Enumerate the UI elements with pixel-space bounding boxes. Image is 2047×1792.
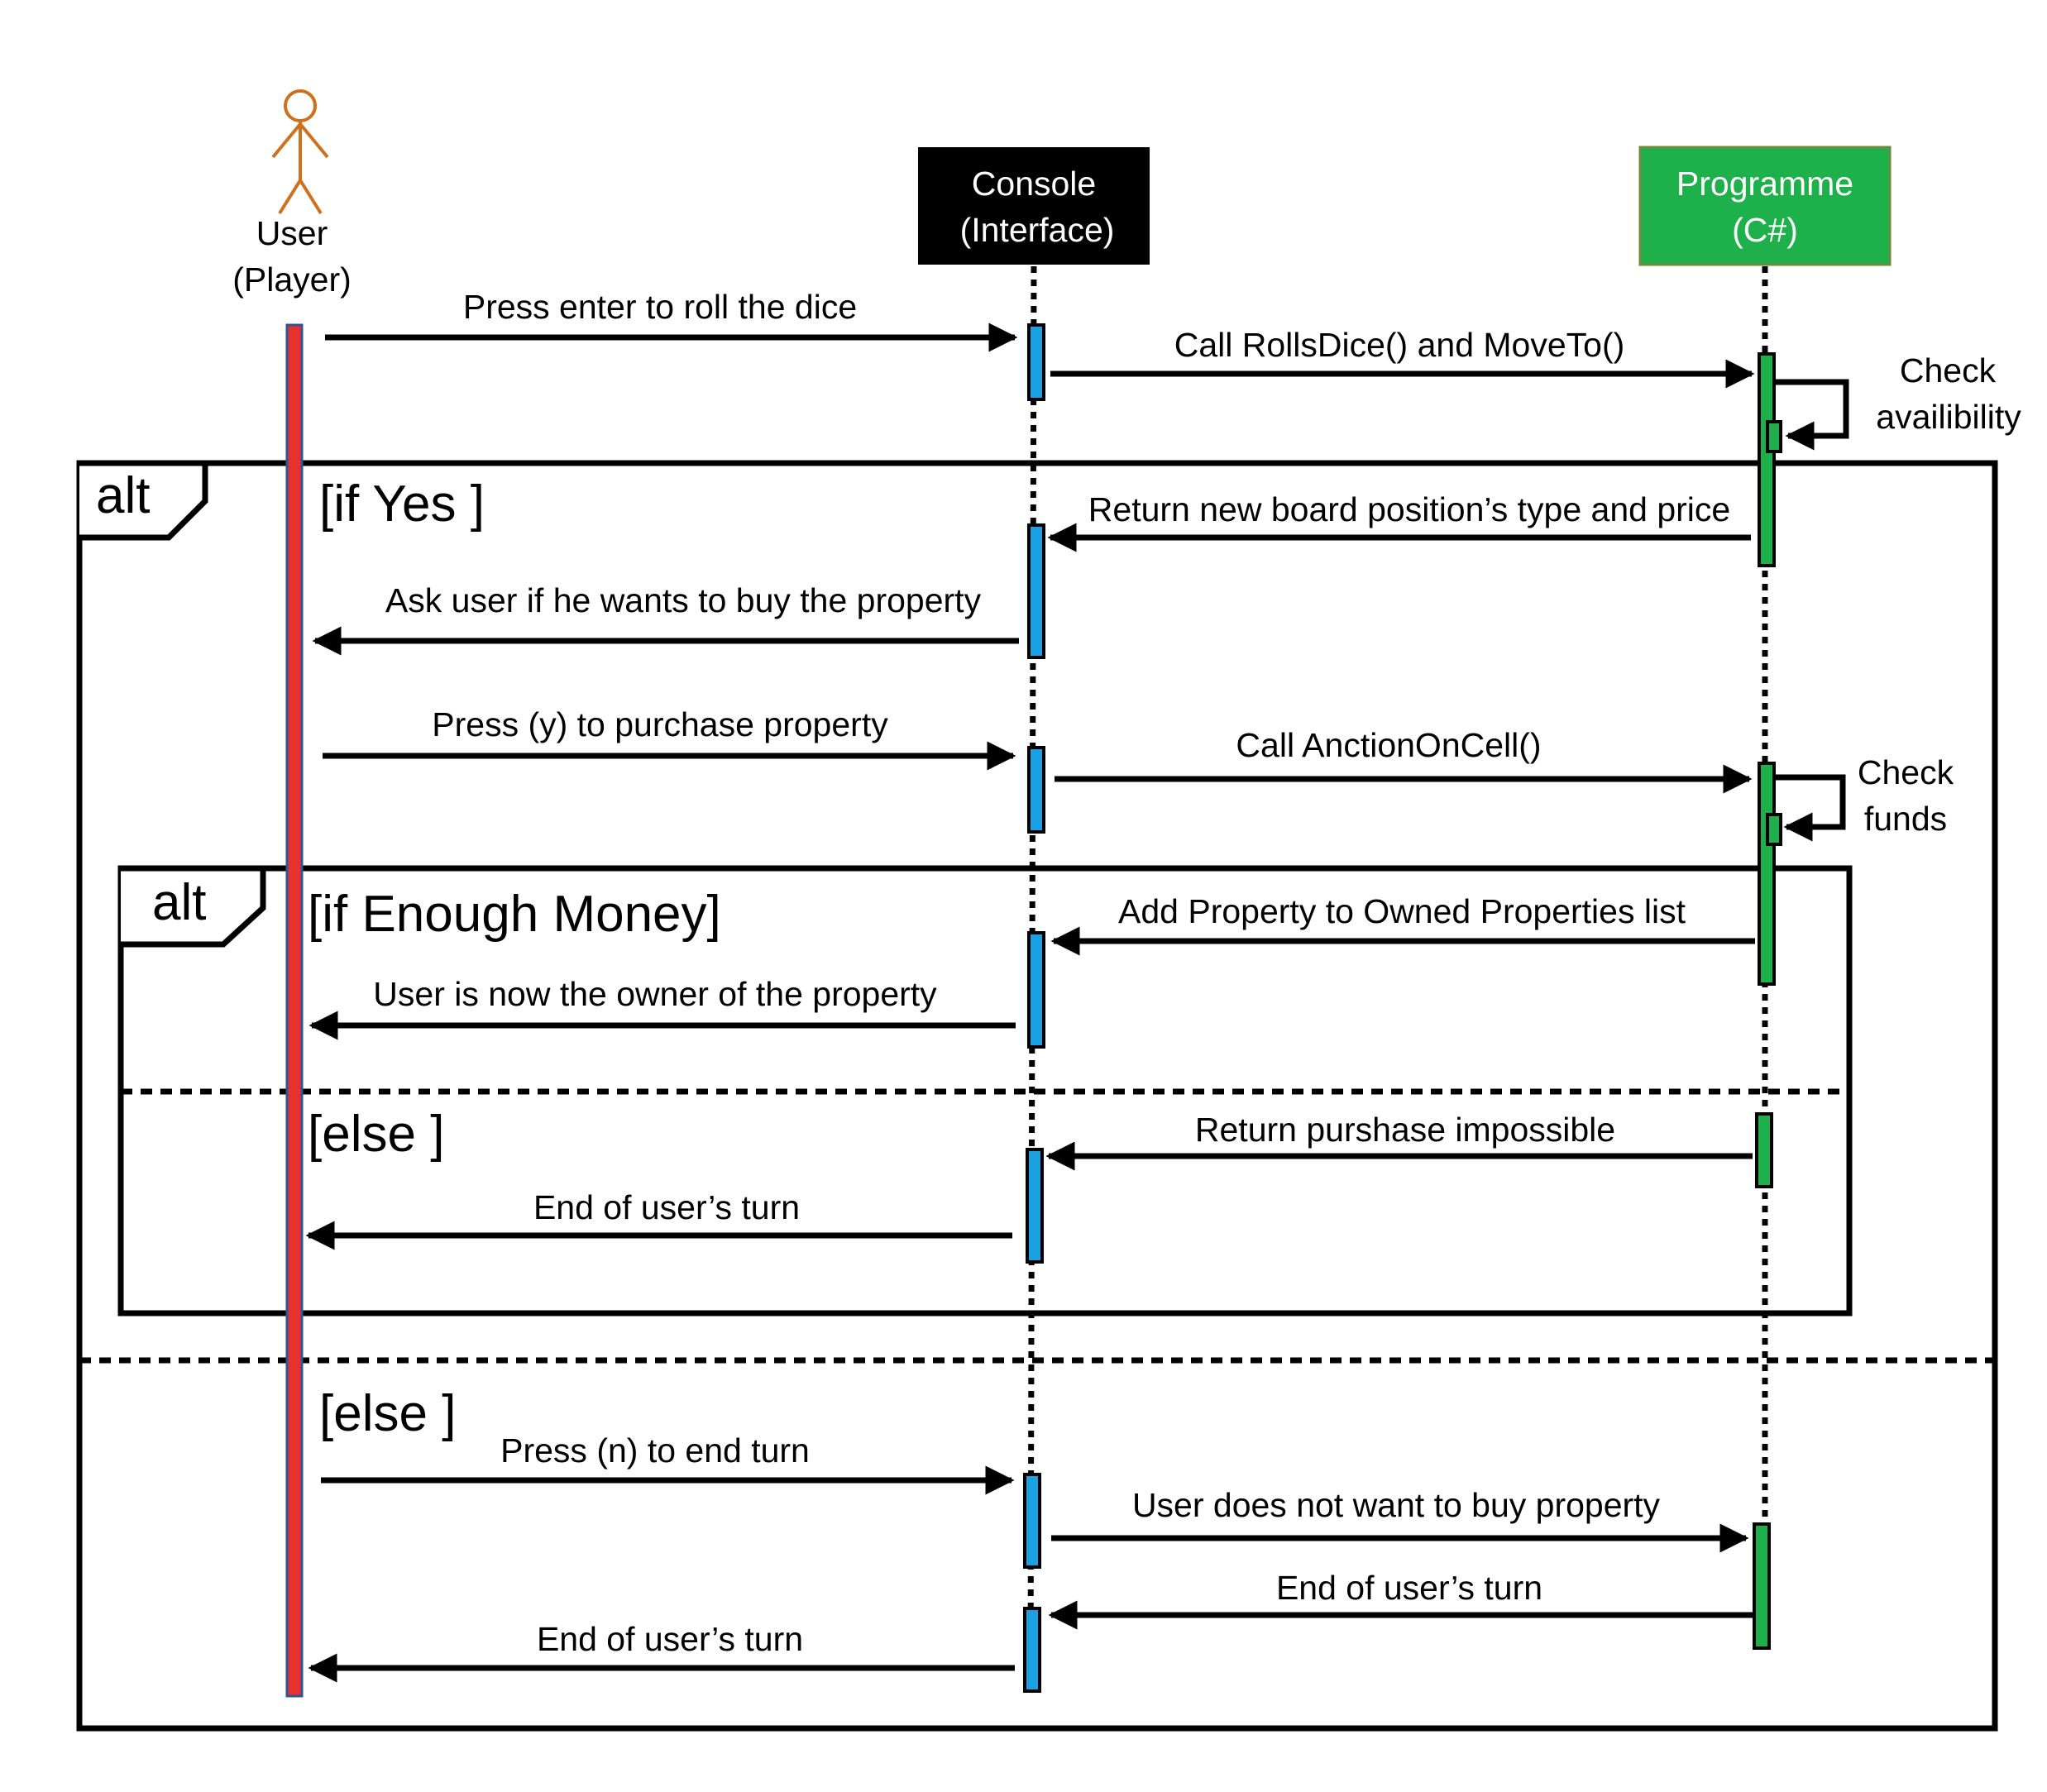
outer-guard-if: [if Yes ] (319, 475, 485, 533)
programme-activation-bar (1766, 420, 1782, 453)
console-role: (Interface) (960, 211, 1115, 249)
message-label: Call AnctionOnCell() (1236, 726, 1541, 764)
message-label: Press (n) to end turn (500, 1431, 810, 1469)
user-role: (Player) (232, 260, 352, 299)
programme-role: (C#) (1732, 211, 1798, 249)
console-lifeline (1027, 265, 1037, 1684)
message-label: Press (y) to purchase property (432, 705, 888, 743)
check-availability-line1: Check (1900, 351, 1997, 389)
user-actor: User (Player) (232, 89, 352, 299)
message-labels: Press enter to roll the dice Call RollsD… (373, 288, 1730, 1658)
message-label: End of user’s turn (533, 1188, 800, 1226)
console-activation-bar (1027, 746, 1045, 834)
console-activation-bar (1027, 323, 1045, 401)
message-label: End of user’s turn (537, 1620, 803, 1658)
inner-guard-if: [if Enough Money] (308, 886, 721, 943)
programme-activation-bar (1753, 1522, 1771, 1650)
console-activation-bar (1023, 1607, 1041, 1693)
programme-name: Programme (1676, 165, 1853, 203)
programme-activation-bar (1755, 1112, 1773, 1188)
user-lifeline-bar (285, 323, 304, 1698)
messages (305, 323, 1755, 1683)
stick-figure-icon (271, 89, 329, 215)
message-label: User does not want to buy property (1132, 1486, 1661, 1524)
message-label: End of user’s turn (1276, 1569, 1542, 1607)
message-label: Ask user if he wants to buy the property (385, 581, 982, 619)
self-call-check-availability: Check availibility (1774, 351, 2021, 451)
console-activation-bar (1027, 523, 1045, 659)
message-label: Press enter to roll the dice (463, 288, 857, 326)
self-call-check-funds: Check funds (1774, 753, 1954, 842)
check-funds-line2: funds (1864, 800, 1947, 838)
message-label: Add Property to Owned Properties list (1118, 892, 1686, 930)
programme-activation-bar (1766, 813, 1782, 846)
console-activations (1023, 323, 1045, 1693)
check-availability-line2: availibility (1876, 398, 2021, 436)
inner-alt-fragment: alt [if Enough Money] [else ] (117, 865, 1853, 1317)
programme-header: Programme (C#) (1638, 146, 1892, 266)
message-label: Return purshase impossible (1195, 1111, 1615, 1149)
programme-activations (1753, 352, 1782, 1650)
check-funds-line1: Check (1858, 753, 1954, 791)
console-activation-bar (1027, 931, 1045, 1049)
outer-guard-else: [else ] (319, 1385, 456, 1442)
programme-activation-bar (1758, 762, 1776, 986)
message-label: Call RollsDice() and MoveTo() (1174, 326, 1625, 364)
inner-guard-else: [else ] (308, 1106, 444, 1163)
console-name: Console (972, 165, 1096, 203)
user-name: User (256, 214, 328, 252)
message-label: Return new board position’s type and pri… (1088, 490, 1730, 528)
inner-alt-label: alt (152, 874, 206, 931)
programme-activation-bar (1758, 352, 1776, 567)
outer-alt-label: alt (96, 467, 150, 524)
outer-alt-fragment: alt [if Yes ] [else ] (76, 460, 1998, 1732)
console-header: Console (Interface) (918, 147, 1150, 265)
console-activation-bar (1026, 1148, 1044, 1264)
message-label: User is now the owner of the property (373, 975, 937, 1013)
console-activation-bar (1023, 1473, 1041, 1569)
